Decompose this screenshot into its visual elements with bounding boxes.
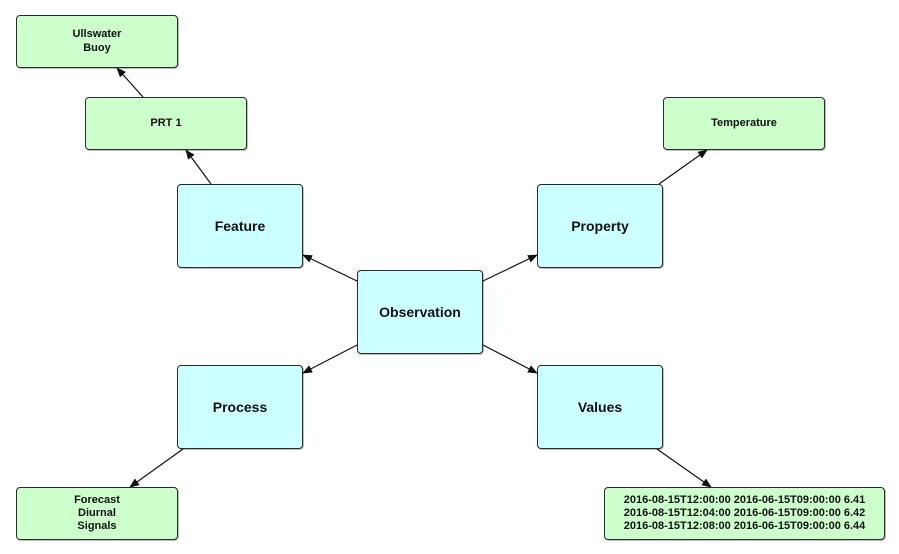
edge-observation-values [482,344,538,374]
edge-observation-property [482,254,538,282]
node-temperature[interactable]: Temperature [663,97,825,150]
node-ullswater-buoy[interactable]: Ullswater Buoy [16,15,178,68]
node-values-data[interactable]: 2016-08-15T12:00:00 2016-06-15T09:00:00 … [604,487,885,540]
edge-feature-prt1 [185,149,212,185]
edge-observation-feature [302,254,358,282]
edge-observation-process [302,344,358,374]
edge-property-temperature [658,149,708,185]
node-values[interactable]: Values [537,365,663,449]
edge-prt1-ullswater [116,67,144,98]
node-prt1[interactable]: PRT 1 [85,97,247,150]
node-observation[interactable]: Observation [357,270,483,354]
node-property[interactable]: Property [537,184,663,268]
node-process[interactable]: Process [177,365,303,449]
edge-values-valuesdata [656,448,712,488]
node-feature[interactable]: Feature [177,184,303,268]
edge-process-forecast [129,448,184,488]
node-forecast-diurnal-signals[interactable]: Forecast Diurnal Signals [16,487,178,540]
